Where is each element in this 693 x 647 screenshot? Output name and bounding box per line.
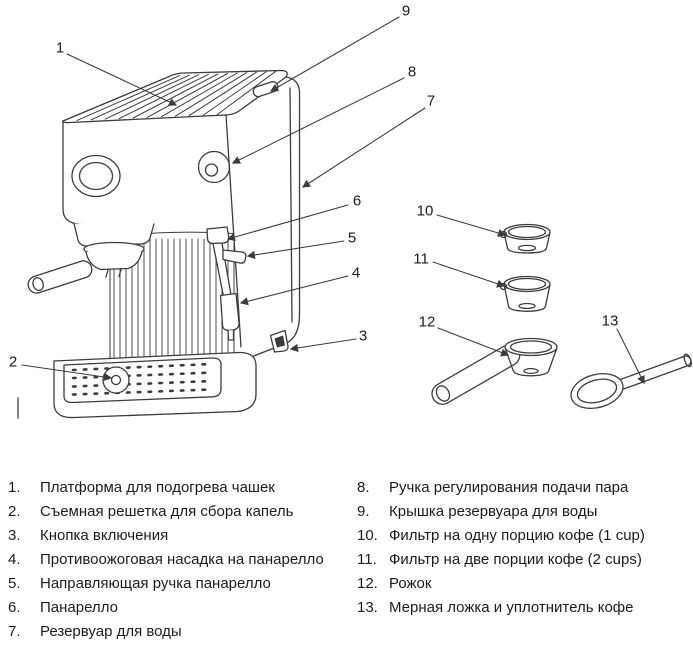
machine-line-art xyxy=(17,16,693,419)
callout-4: 4 xyxy=(351,264,361,282)
callout-1: 1 xyxy=(55,39,65,57)
legend-column-left: 1. Платформа для подогрева чашек 2. Съем… xyxy=(8,478,354,646)
legend-item-text: Ручка регулирования подачи пара xyxy=(389,479,629,496)
legend-item-10: 10. Фильтр на одну порцию кофе (1 cup) xyxy=(357,526,689,550)
legend-item-text: Фильтр на две порции кофе (2 cups) xyxy=(389,551,642,568)
callout-3: 3 xyxy=(358,327,368,345)
legend-item-number: 4. xyxy=(8,551,21,568)
callout-12: 12 xyxy=(418,313,436,331)
measuring-spoon-tamper xyxy=(570,353,693,410)
legend-item-number: 10. xyxy=(357,527,378,544)
espresso-machine-diagram: 1 2 3 4 5 6 7 8 9 10 11 12 13 xyxy=(8,2,693,419)
gauge-ring xyxy=(71,154,121,198)
legend-item-text: Крышка резервуара для воды xyxy=(389,503,598,520)
legend-item-number: 11. xyxy=(357,551,377,568)
legend-item-number: 9. xyxy=(357,503,370,520)
legend-item-number: 6. xyxy=(8,599,21,616)
legend-item-number: 8. xyxy=(357,479,370,496)
legend-item-text: Направляющая ручка панарелло xyxy=(40,575,271,592)
parts-legend: 1. Платформа для подогрева чашек 2. Съем… xyxy=(0,478,693,647)
leader-lines xyxy=(21,16,645,385)
legend-item-4: 4. Противоожоговая насадка на панарелло xyxy=(8,550,354,574)
legend-item-text: Съемная решетка для сбора капель xyxy=(40,503,294,520)
callout-6: 6 xyxy=(352,192,362,210)
legend-item-text: Панарелло xyxy=(40,599,118,616)
power-button-shape xyxy=(269,329,289,353)
legend-item-5: 5. Направляющая ручка панарелло xyxy=(8,574,354,598)
legend-item-number: 1. xyxy=(8,479,21,496)
steam-knob xyxy=(197,150,231,184)
legend-item-text: Фильтр на одну порцию кофе (1 cup) xyxy=(389,527,645,544)
legend-item-8: 8. Ручка регулирования подачи пара xyxy=(357,478,689,502)
legend-item-11: 11. Фильтр на две порции кофе (2 cups) xyxy=(357,550,689,574)
wand-guide-handle xyxy=(222,249,247,264)
callout-10: 10 xyxy=(416,202,434,220)
legend-item-text: Рожок xyxy=(389,575,432,592)
brew-group xyxy=(27,222,155,294)
legend-item-text: Резервуар для воды xyxy=(40,623,182,640)
legend-item-text: Мерная ложка и уплотнитель кофе xyxy=(389,599,634,616)
panarello-wand xyxy=(206,226,247,341)
legend-column-right: 8. Ручка регулирования подачи пара 9. Кр… xyxy=(357,478,689,622)
legend-item-number: 2. xyxy=(8,503,21,520)
filter-two-cups xyxy=(499,275,551,312)
anti-burn-sleeve xyxy=(219,292,240,331)
legend-item-9: 9. Крышка резервуара для воды xyxy=(357,502,689,526)
callout-7: 7 xyxy=(426,92,436,110)
callout-13: 13 xyxy=(601,312,619,330)
callout-8: 8 xyxy=(407,63,417,81)
legend-item-text: Кнопка включения xyxy=(40,527,169,544)
legend-item-text: Платформа для подогрева чашек xyxy=(40,479,275,496)
legend-item-number: 5. xyxy=(8,575,21,592)
machine-front-panel xyxy=(62,120,121,238)
cup-warming-platform xyxy=(62,69,288,124)
drip-tray xyxy=(53,351,257,419)
legend-item-13: 13. Мерная ложка и уплотнитель кофе xyxy=(357,598,689,622)
portafilter-accessory xyxy=(431,337,558,405)
legend-item-number: 7. xyxy=(8,623,21,640)
legend-item-1: 1. Платформа для подогрева чашек xyxy=(8,478,354,502)
legend-item-6: 6. Панарелло xyxy=(8,598,354,622)
legend-item-2: 2. Съемная решетка для сбора капель xyxy=(8,502,354,526)
machine-right-panel xyxy=(225,76,301,360)
legend-item-number: 13. xyxy=(357,599,378,616)
legend-item-text: Противоожоговая насадка на панарелло xyxy=(40,551,324,568)
legend-item-7: 7. Резервуар для воды xyxy=(8,622,354,646)
legend-item-number: 12. xyxy=(357,575,378,592)
legend-item-number: 3. xyxy=(8,527,21,544)
callout-2: 2 xyxy=(8,353,18,371)
callout-9: 9 xyxy=(401,2,411,20)
legend-item-12: 12. Рожок xyxy=(357,574,689,598)
callout-11: 11 xyxy=(413,250,429,268)
filter-one-cup xyxy=(499,223,551,254)
callout-5: 5 xyxy=(347,229,357,247)
legend-item-3: 3. Кнопка включения xyxy=(8,526,354,550)
